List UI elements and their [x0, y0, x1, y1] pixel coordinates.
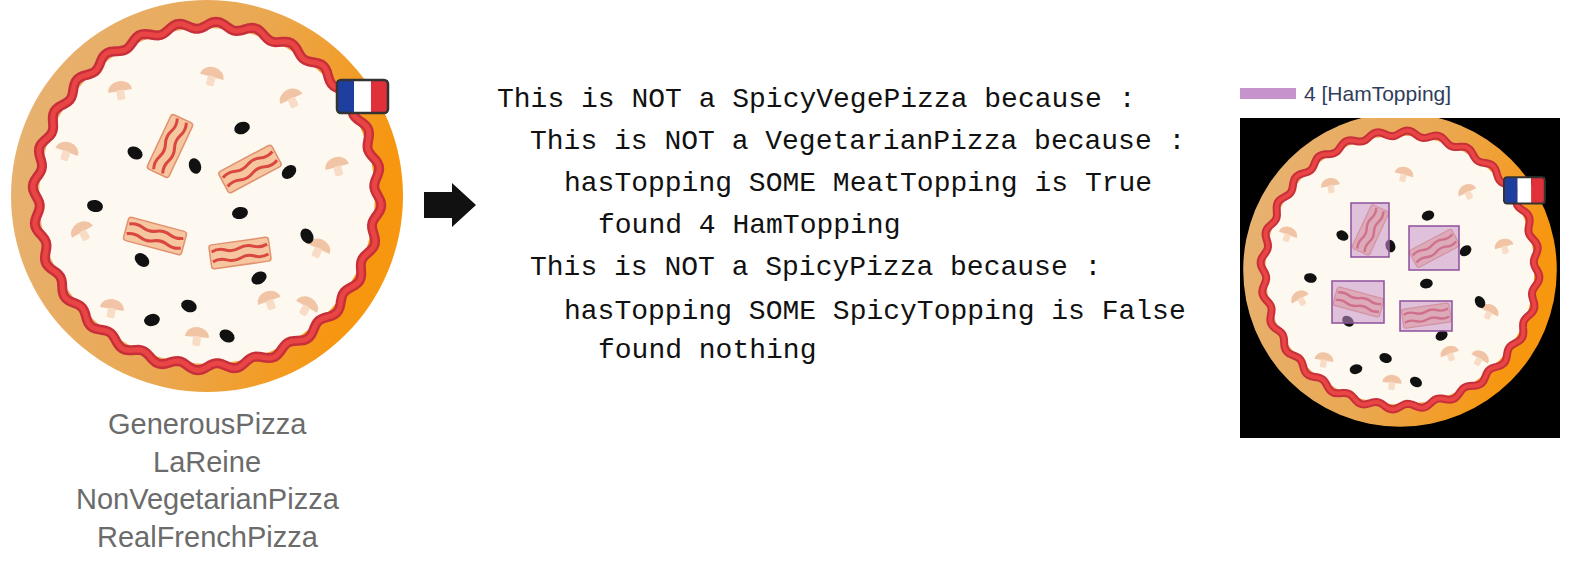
class-label: RealFrenchPizza	[97, 519, 318, 555]
explanation-line: hasTopping SOME MeatTopping is True	[564, 167, 1152, 201]
explanation-line: This is NOT a SpicyVegePizza because :	[497, 83, 1136, 117]
pizza-illustration	[1243, 118, 1557, 427]
explanation-line: This is NOT a VegetarianPizza because :	[530, 125, 1185, 159]
explanation-line: found nothing	[598, 334, 816, 368]
class-label: NonVegetarianPizza	[76, 481, 339, 517]
class-label: LaReine	[153, 444, 261, 480]
detection-boxes	[1332, 203, 1459, 331]
explanation-line: found 4 HamTopping	[598, 209, 900, 243]
class-label: GenerousPizza	[108, 406, 306, 442]
bounding-box	[1351, 203, 1389, 257]
bounding-box	[1332, 281, 1384, 323]
explanation-line: hasTopping SOME SpicyTopping is False	[564, 295, 1186, 329]
explanation-line: This is NOT a SpicyPizza because :	[530, 251, 1101, 285]
bounding-box	[1409, 226, 1459, 270]
detection-image	[1243, 118, 1557, 427]
bounding-box	[1400, 301, 1452, 331]
arrow-symbol	[424, 183, 476, 227]
legend-swatch	[1240, 88, 1296, 99]
pizza-illustration	[11, 0, 403, 392]
legend-text: 4 [HamTopping]	[1304, 81, 1451, 107]
